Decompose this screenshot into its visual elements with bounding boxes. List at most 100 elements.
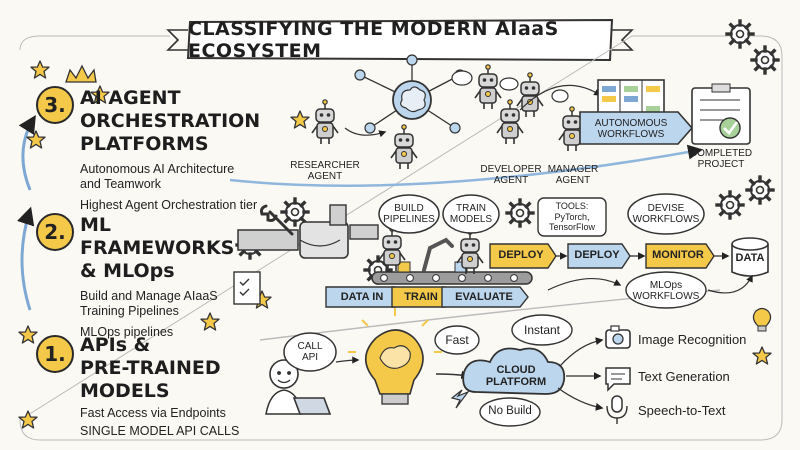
tier-arrow-up [17,206,35,311]
completed-label-l1: COMPLETED [689,148,753,159]
camera-icon [605,325,631,349]
step-deploy-belt [489,243,557,269]
laptop-icon [292,397,332,415]
fast-label: Fast [445,333,469,347]
data-in-label: DATA IN [340,291,384,303]
build-pipelines-label: BUILD PIPELINES [380,203,438,225]
tier-3-title-line2: PLATFORMS [80,133,209,155]
tier-2-title-line1: ML FRAMEWORKS [80,214,235,259]
star-icon [18,325,38,344]
chat-icon [605,367,631,392]
developer-label-l2: AGENT [493,175,529,186]
lightbulb-icon [348,308,442,405]
researcher-label-l1: RESEARCHER [290,160,360,171]
bubble-no-build [479,397,541,427]
star-icon [30,60,50,79]
tier-arrow-up-2 [18,114,36,191]
title-banner-frame [166,18,634,62]
deploy-label: DEPLOY [574,249,620,261]
tier-2-badge: 2. [36,213,74,251]
instant-label: Instant [523,323,561,337]
lightbulb-icon [752,307,772,332]
autonomous-label-l1: AUTONOMOUS [594,118,668,129]
build-label-l1: BUILD [394,203,424,214]
lightning-icon [450,389,470,409]
bubble-build-pipelines [378,194,440,234]
database-icon [731,237,769,277]
train-label-l2: MODELS [449,214,493,225]
tier-3-block: AI AGENT ORCHESTRATION PLATFORMS Autonom… [80,87,330,213]
bubble-instant [511,314,573,346]
cloud-label-l1: CLOUD [496,364,536,376]
tier-1-number: 1. [44,342,66,366]
no-build-label: No Build [488,405,532,417]
gear-icon [750,45,780,75]
tools-label-l3: TensorFlow [548,222,595,232]
bubble-devise-workflows [627,193,705,235]
star-icon [18,410,38,429]
conveyor-belt [371,261,533,285]
completed-project-label: COMPLETED PROJECT [686,148,756,170]
autonomous-label-l2: WORKFLOWS [597,129,665,140]
devise-workflows-label: DEVISE WORKFLOWS [630,203,702,225]
manager-agent-label: MANAGER AGENT [542,164,604,186]
output-text-generation: Text Generation [638,369,730,384]
tier-1-title-line2: PRE-TRAINED [80,357,221,379]
output-image-recognition: Image Recognition [638,332,747,347]
cloud-icon [462,347,566,395]
gear-icon [745,175,775,205]
cloud-platform-label: CLOUD PLATFORM [476,364,556,388]
clipboard-icon [233,271,261,305]
completed-label-l2: PROJECT [697,159,745,170]
deploy-belt-label: DEPLOY [498,249,544,261]
devise-label-l1: DEVISE [647,203,685,214]
bubble-mlops-workflows [625,271,707,309]
tier-1-title-line3: MODELS [80,380,170,402]
wrench-icon [260,204,294,236]
train-models-label: TRAIN MODELS [444,203,498,225]
tools-label-l2: PyTorch, [554,211,590,222]
tier-1-sub-line1: Fast Access via Endpoints [80,406,226,420]
tier-3-badge: 3. [36,86,74,124]
pipeline-machine [237,204,379,259]
tier-1-title-line1: APIs & [80,334,151,356]
mlops-wf-label-l2: WORKFLOWS [632,291,700,302]
chat-icon [451,70,569,103]
output-speech-to-text: Speech-to-Text [638,403,726,418]
step-deploy [567,243,631,269]
clipboard-icon [691,83,751,145]
robot-arm-icon [422,237,454,272]
step-monitor [645,243,715,269]
robot-icon [474,64,502,110]
user-with-laptop [265,359,332,415]
tier-2-title-line2: & MLOps [80,260,175,282]
data-label: DATA [735,252,765,264]
autonomous-workflows-label: AUTONOMOUS WORKFLOWS [584,118,678,140]
tier-3-sub-line3: Highest Agent Orchestration tier [80,198,258,212]
developer-label-l1: DEVELOPER [480,164,542,175]
brain-icon [400,86,426,113]
manager-label-l1: MANAGER [547,164,599,175]
developer-agent-label: DEVELOPER AGENT [476,164,546,186]
tier-3-sub-line2: and Teamwork [80,177,162,191]
page-title: CLASSIFYING THE MODERN AIaaS ECOSYSTEM [188,18,559,62]
mlops-workflows-label: MLOps WORKFLOWS [630,280,702,302]
autonomous-workflows-arrow [579,111,694,145]
build-label-l2: PIPELINES [383,214,435,225]
call-api-label: CALL API [288,341,332,363]
tier-2-block: ML FRAMEWORKS & MLOps Build and Manage A… [80,214,250,340]
step-evaluate [441,286,529,308]
tier-1-badge: 1. [36,335,74,373]
crown-icon [65,64,97,83]
tier-2-number: 2. [44,220,66,244]
tier-1-block: APIs & PRE-TRAINED MODELS Fast Access vi… [80,334,260,438]
tier-3-title-line1: AI AGENT ORCHESTRATION [80,87,261,132]
agent-network [354,54,466,170]
devise-label-l2: WORKFLOWS [632,214,700,225]
researcher-agent-label: RESEARCHER AGENT [290,160,360,182]
tier-2-sub-line1: Build and Manage AIaaS [80,289,218,303]
tier-1-sub-line2: SINGLE MODEL API CALLS [80,424,240,438]
bubble-train-models [442,194,500,234]
call-label-l2: API [301,352,319,363]
